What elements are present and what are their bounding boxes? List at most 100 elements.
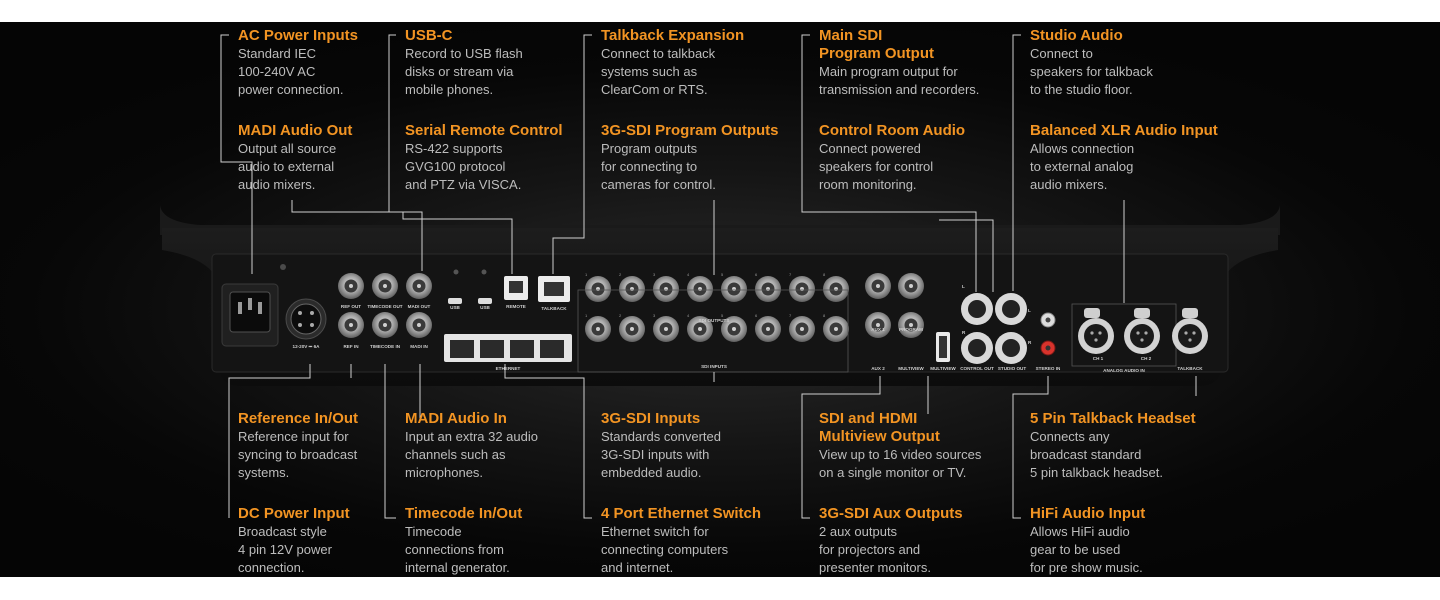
sdi-channel-number: 1 bbox=[585, 272, 588, 277]
callout-title: Balanced XLR Audio Input bbox=[1030, 122, 1218, 139]
svg-text:MULTIVIEW: MULTIVIEW bbox=[930, 366, 956, 371]
device-rear-panel: 12-20V ⎓ 6A USB USB REMOTE TALKBACK ETHE… bbox=[160, 34, 1280, 519]
callout-text: channels such as bbox=[405, 447, 506, 462]
callout-text: on a single monitor or TV. bbox=[819, 465, 967, 480]
bnc-connector bbox=[898, 273, 924, 299]
bnc-connector bbox=[653, 316, 679, 342]
callout-text: audio mixers. bbox=[238, 177, 316, 192]
callout-text: 5 pin talkback headset. bbox=[1030, 465, 1163, 480]
leader-line bbox=[384, 364, 396, 519]
chassis-top-lip bbox=[160, 205, 1280, 235]
callout-text: 2 aux outputs bbox=[819, 524, 898, 539]
svg-text:TALKBACK: TALKBACK bbox=[541, 306, 567, 311]
bnc-connector bbox=[789, 316, 815, 342]
bnc-connector bbox=[721, 316, 747, 342]
bnc-connector bbox=[755, 316, 781, 342]
leader-line bbox=[939, 219, 994, 292]
svg-text:USB: USB bbox=[450, 305, 460, 310]
callout-text: internal generator. bbox=[405, 560, 510, 575]
callout-title: 3G-SDI Inputs bbox=[601, 410, 701, 427]
leader-line bbox=[220, 34, 253, 274]
callout-title: DC Power Input bbox=[238, 505, 350, 522]
svg-text:ANALOG AUDIO IN: ANALOG AUDIO IN bbox=[1103, 368, 1145, 373]
sdi-channel-number: 5 bbox=[721, 313, 724, 318]
svg-text:STUDIO OUT: STUDIO OUT bbox=[998, 366, 1027, 371]
svg-text:CH 2: CH 2 bbox=[1141, 356, 1152, 361]
callout-text: connecting computers bbox=[601, 542, 729, 557]
callout-madi-in: MADI Audio In Input an extra 32 audio chan… bbox=[405, 410, 610, 482]
callout-title: 3G-SDI Aux Outputs bbox=[819, 505, 963, 522]
callout-text: Connects any bbox=[1030, 429, 1110, 444]
callout-text: Standard IEC bbox=[238, 46, 317, 61]
bnc-connector bbox=[338, 273, 364, 299]
svg-text:AUX 1: AUX 1 bbox=[871, 327, 885, 332]
bnc-connector bbox=[585, 316, 611, 342]
svg-text:R: R bbox=[1028, 340, 1032, 345]
bnc-label: MADI OUT bbox=[408, 304, 431, 309]
bnc-connector bbox=[898, 312, 924, 338]
bnc-connector bbox=[687, 276, 713, 302]
callout-title: USB-C bbox=[405, 27, 453, 44]
svg-text:MULTIVIEW: MULTIVIEW bbox=[898, 366, 924, 371]
bnc-connector bbox=[865, 273, 891, 299]
bnc-connector bbox=[372, 312, 398, 338]
sdi-channel-number: 6 bbox=[755, 313, 758, 318]
callout-title: Studio Audio bbox=[1030, 27, 1123, 44]
bnc-connector bbox=[721, 276, 747, 302]
callout-text: Ethernet switch for bbox=[601, 524, 709, 539]
svg-text:REMOTE: REMOTE bbox=[506, 304, 526, 309]
bnc-label: REF IN bbox=[343, 344, 359, 349]
callout-text: 100-240V AC bbox=[238, 64, 316, 79]
callout-text: mobile phones. bbox=[405, 82, 494, 97]
callout-text: systems. bbox=[238, 465, 290, 480]
sdi-channel-number: 5 bbox=[721, 272, 724, 277]
leader-line bbox=[1012, 34, 1021, 291]
bnc-connector bbox=[823, 276, 849, 302]
callout-text: for pre show music. bbox=[1030, 560, 1143, 575]
callout-text: embedded audio. bbox=[601, 465, 702, 480]
callout-text: Connect to talkback bbox=[601, 46, 716, 61]
callout-text: connections from bbox=[405, 542, 504, 557]
talkback-port bbox=[538, 276, 570, 302]
diagram-stage: 12-20V ⎓ 6A USB USB REMOTE TALKBACK ETHE… bbox=[0, 22, 1440, 577]
callout-text: Connect to bbox=[1030, 46, 1093, 61]
sdi-channel-number: 4 bbox=[687, 313, 690, 318]
callout-text: Input an extra 32 audio bbox=[405, 429, 538, 444]
callout-text: Broadcast style bbox=[238, 524, 327, 539]
callout-title: Timecode In/Out bbox=[405, 505, 523, 522]
sdi-channel-number: 8 bbox=[823, 272, 826, 277]
callout-text: RS-422 supports bbox=[405, 141, 503, 156]
bnc-connector bbox=[823, 316, 849, 342]
callout-text: 3G-SDI inputs with bbox=[601, 447, 710, 462]
callout-title: Control Room Audio bbox=[819, 122, 966, 139]
callout-text: presenter monitors. bbox=[819, 560, 931, 575]
callout-text: Connect powered bbox=[819, 141, 921, 156]
svg-text:SDI OUTPUTS: SDI OUTPUTS bbox=[699, 318, 730, 323]
bnc-label: REF OUT bbox=[341, 304, 361, 309]
callout-title: MADI Audio In bbox=[405, 410, 507, 427]
dc-xlr-connector: 12-20V ⎓ 6A bbox=[285, 298, 327, 349]
callout-text: and PTZ via VISCA. bbox=[405, 177, 522, 192]
bnc-connector bbox=[406, 312, 432, 338]
sdi-channel-number: 3 bbox=[653, 313, 656, 318]
leader-line bbox=[801, 376, 881, 519]
bnc-connector bbox=[687, 316, 713, 342]
callout-text: microphones. bbox=[405, 465, 484, 480]
ethernet-switch-ports: ETHERNET bbox=[444, 334, 572, 371]
callout-text: audio mixers. bbox=[1030, 177, 1108, 192]
remote-port bbox=[504, 276, 528, 300]
callout-text: View up to 16 video sources bbox=[819, 447, 982, 462]
callout-text: Standards converted bbox=[601, 429, 721, 444]
bnc-label: TIMECODE IN bbox=[370, 344, 401, 349]
bnc-connector bbox=[585, 276, 611, 302]
callout-text: disks or stream via bbox=[405, 64, 514, 79]
leader-line bbox=[291, 200, 389, 213]
